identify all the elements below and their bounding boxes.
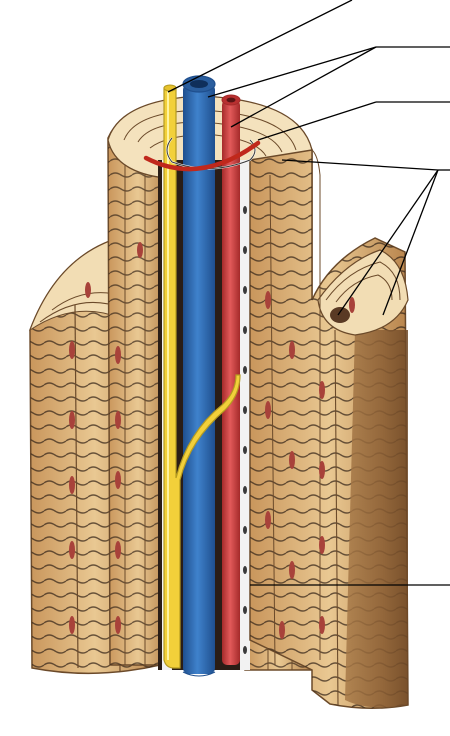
vein — [182, 75, 216, 677]
leader-canal — [257, 101, 377, 141]
leader-lines — [167, 0, 450, 586]
leader-lamellae-a — [281, 159, 439, 171]
leader-lamellae-b — [337, 169, 439, 316]
leader-vessels-a — [207, 46, 377, 98]
lamella-arc — [143, 140, 261, 172]
leader-lamellae-c — [382, 169, 439, 316]
osteocytes — [69, 242, 355, 639]
artery — [221, 94, 241, 665]
right-bone-block — [249, 149, 409, 710]
leader-vessels-b — [230, 46, 377, 128]
leader-nerve — [167, 0, 353, 93]
